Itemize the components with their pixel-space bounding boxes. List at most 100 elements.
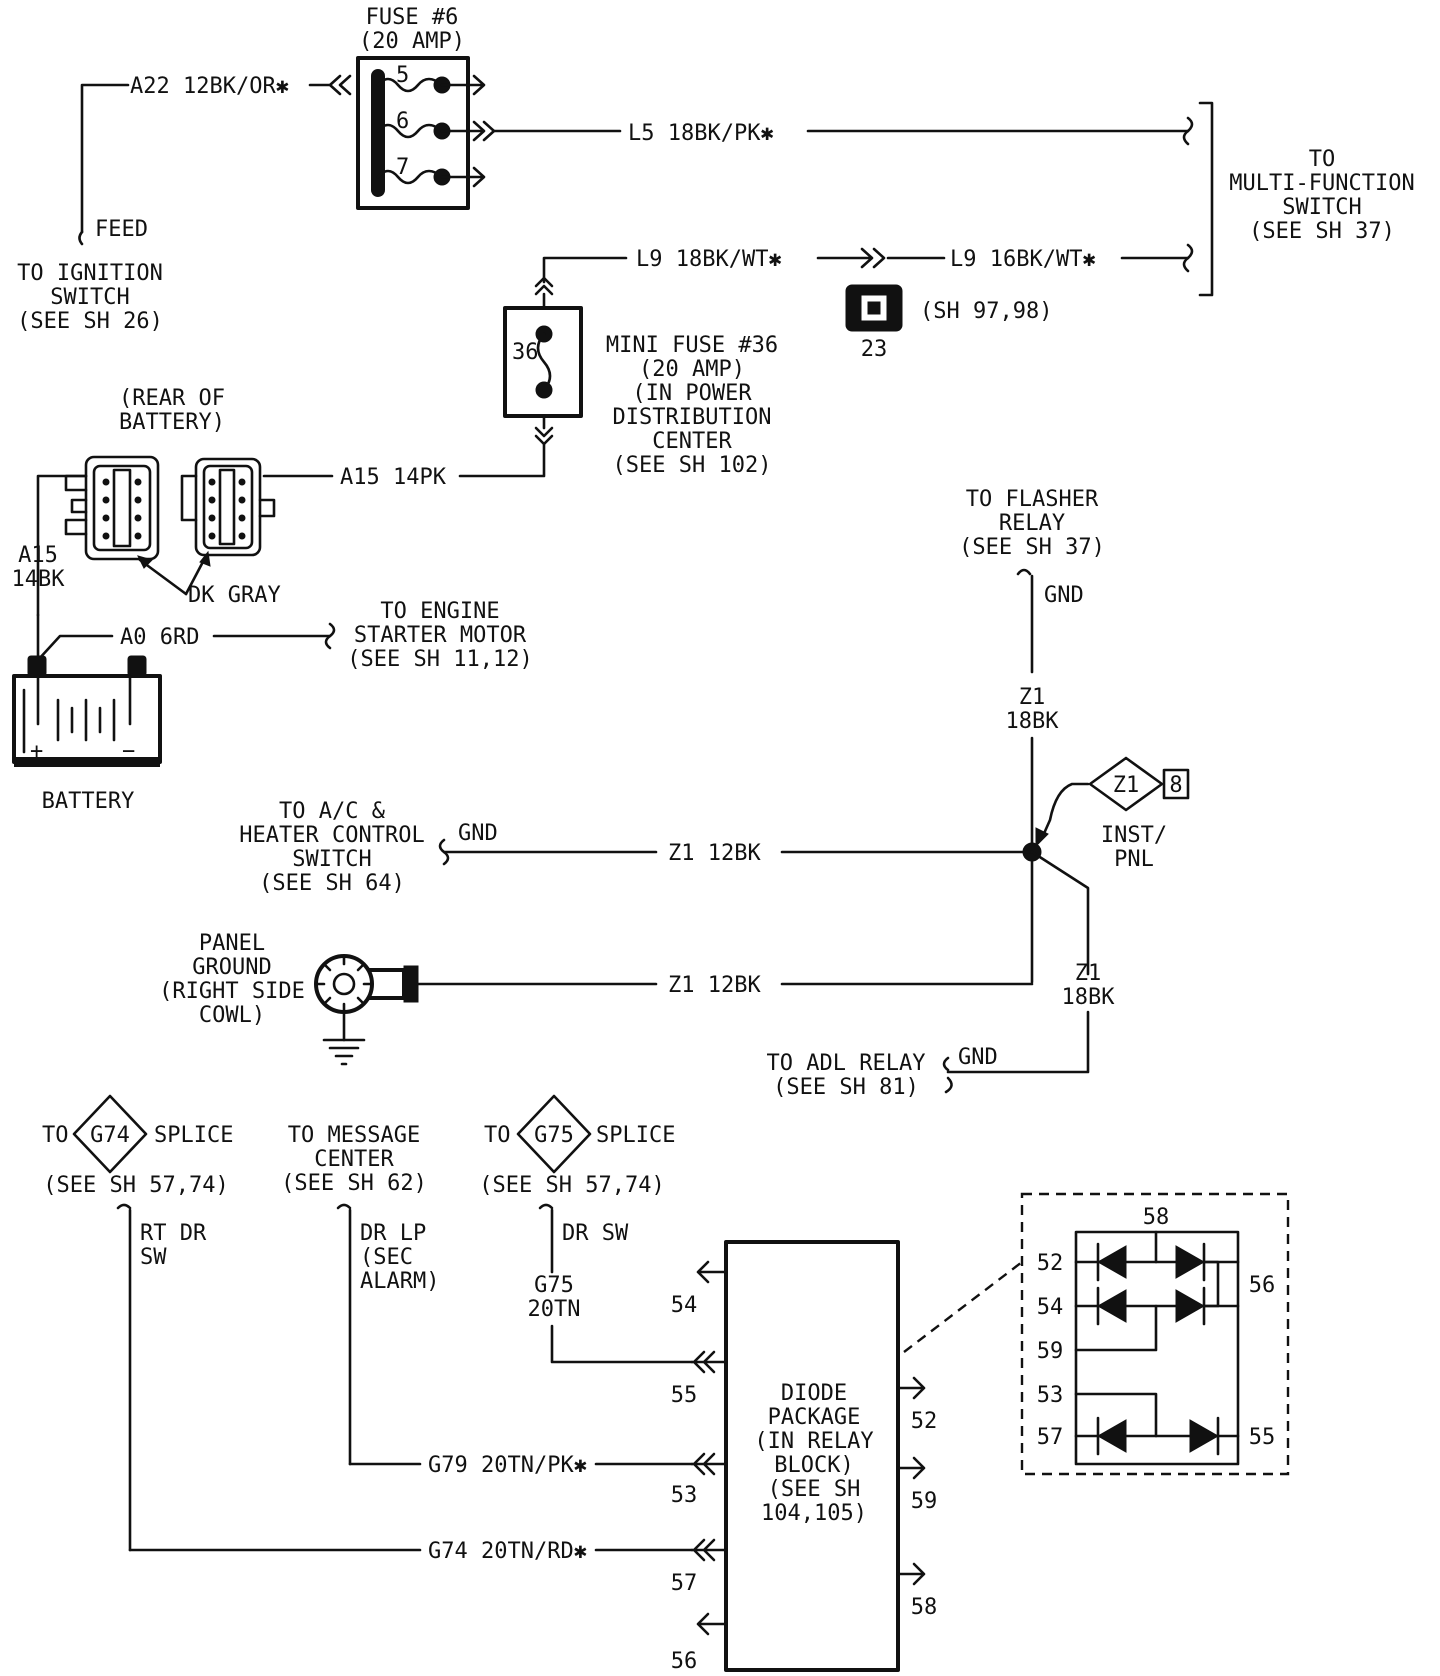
mf-line-4: (SEE SH 37): [1249, 219, 1395, 244]
l9a-wire-label: L9 18BK/WT✱: [636, 247, 782, 272]
dk-gray-label: DK GRAY: [188, 583, 281, 608]
fuse-6-block: FUSE #6 (20 AMP) 5 6 7: [328, 5, 496, 210]
g74-splice-word: SPLICE: [154, 1123, 233, 1148]
g74-splice-id: G74: [90, 1123, 130, 1148]
dp-pin-57: 57: [671, 1571, 698, 1596]
z1-adl-line-1: Z1: [1075, 961, 1102, 986]
g75-wire-2: 20TN: [528, 1297, 581, 1322]
g75-circuit: DR SW: [562, 1221, 629, 1246]
ignition-line-3: (SEE SH 26): [17, 309, 163, 334]
connector-23: (SH 97,98) 23: [845, 284, 1052, 362]
z1-vert-line-2: 18BK: [1006, 709, 1060, 734]
g75-splice-ref: TO G75 SPLICE (SEE SH 57,74) DR SW G75 2…: [479, 1094, 694, 1364]
a22-wire-label: A22 12BK/OR✱: [130, 74, 289, 99]
dp-line-3: (IN RELAY: [754, 1429, 873, 1454]
mf36-line-6: (SEE SH 102): [613, 453, 772, 478]
diode-package: DIODE PACKAGE (IN RELAY BLOCK) (SEE SH 1…: [671, 1240, 938, 1674]
dp-pin-55: 55: [671, 1383, 698, 1408]
a15-side-line-1: A15: [18, 543, 58, 568]
detail-pin-59: 59: [1037, 1339, 1064, 1364]
adl-relay-ref: Z1 18BK GND TO ADL RELAY (SEE SH 81): [767, 850, 1116, 1100]
z1-splice: Z1 8 INST/ PNL: [1022, 756, 1190, 872]
z1-ground-label: Z1 12BK: [668, 973, 761, 998]
dp-line-4: BLOCK): [774, 1453, 853, 1478]
connector-23-number: 23: [861, 337, 888, 362]
msg-line-1: TO MESSAGE: [288, 1123, 420, 1148]
mf-line-2: MULTI-FUNCTION: [1229, 171, 1414, 196]
msg-line-2: CENTER: [314, 1147, 394, 1172]
adl-line-2: (SEE SH 81): [773, 1075, 919, 1100]
l5-wire-label: L5 18BK/PK✱: [628, 121, 774, 146]
inst-splice-label: Z1: [1113, 773, 1140, 798]
detail-pin-55: 55: [1249, 1425, 1276, 1450]
fuse-6-title: FUSE #6: [366, 5, 459, 30]
inst-pin: 8: [1169, 773, 1182, 798]
mf36-line-5: CENTER: [652, 429, 732, 454]
g75-splice-word: SPLICE: [596, 1123, 675, 1148]
flasher-line-1: TO FLASHER: [966, 487, 1099, 512]
flasher-line-2: RELAY: [999, 511, 1065, 536]
feed-label: FEED: [95, 217, 148, 242]
l5-wire: L5 18BK/PK✱: [492, 116, 1194, 146]
starter-line-3: (SEE SH 11,12): [347, 647, 532, 672]
dp-pin-58: 58: [911, 1595, 938, 1620]
dp-line-6: 104,105): [761, 1501, 867, 1526]
g79-wire-label: G79 20TN/PK✱: [428, 1453, 587, 1478]
l9b-wire-label: L9 16BK/WT✱: [950, 247, 1096, 272]
mf36-line-2: (20 AMP): [639, 357, 745, 382]
dp-pin-56: 56: [671, 1649, 698, 1674]
pg-line-2: GROUND: [192, 955, 271, 980]
pg-line-3: (RIGHT SIDE: [159, 979, 305, 1004]
starter-line-1: TO ENGINE: [380, 599, 499, 624]
ac-line-1: TO A/C &: [279, 799, 386, 824]
mf-line-1: TO: [1309, 147, 1336, 172]
mf36-line-3: (IN POWER: [632, 381, 752, 406]
detail-pin-58: 58: [1143, 1205, 1170, 1230]
ignition-switch-ref: FEED TO IGNITION SWITCH (SEE SH 26): [17, 217, 163, 334]
dp-pin-53: 53: [671, 1483, 698, 1508]
fuse-pin-7: 7: [396, 155, 409, 180]
detail-pin-57: 57: [1037, 1425, 1064, 1450]
ac-line-2: HEATER CONTROL: [239, 823, 424, 848]
g75-ref: (SEE SH 57,74): [479, 1173, 664, 1198]
flasher-gnd: GND: [1044, 583, 1084, 608]
a22-wire: A22 12BK/OR✱: [78, 74, 332, 246]
detail-pin-53: 53: [1037, 1383, 1064, 1408]
g74-splice-ref: TO G74 SPLICE (SEE SH 57,74) RT DR SW: [42, 1094, 233, 1552]
dp-line-2: PACKAGE: [768, 1405, 861, 1430]
g79-g74-wires: G79 20TN/PK✱ G74 20TN/RD✱: [128, 1453, 694, 1564]
ac-line-4: (SEE SH 64): [259, 871, 405, 896]
fuse-pin-5: 5: [396, 63, 409, 88]
g75-wire-1: G75: [534, 1273, 574, 1298]
battery-minus: −: [122, 739, 135, 764]
diode-detail: 58 52 54 59 53 57 56 55: [903, 1192, 1290, 1476]
inst-line-2: PNL: [1114, 847, 1154, 872]
fuse-pin-6: 6: [396, 109, 409, 134]
flasher-line-3: (SEE SH 37): [959, 535, 1105, 560]
starter-motor-ref: TO ENGINE STARTER MOTOR (SEE SH 11,12): [347, 599, 532, 672]
pg-line-1: PANEL: [199, 931, 265, 956]
g75-splice-id: G75: [534, 1123, 574, 1148]
starter-line-2: STARTER MOTOR: [354, 623, 527, 648]
mf36-line-4: DISTRIBUTION: [613, 405, 772, 430]
rear-line-1: (REAR OF: [119, 386, 225, 411]
dp-pin-59: 59: [911, 1489, 938, 1514]
g74-circuit-2: SW: [140, 1245, 167, 1270]
z1-ac-label: Z1 12BK: [668, 841, 761, 866]
a15-14bk-wire: A15 14BK: [12, 543, 66, 592]
adl-gnd: GND: [958, 1045, 998, 1070]
a0-wire-label: A0 6RD: [120, 625, 199, 650]
g74-ref: (SEE SH 57,74): [43, 1173, 228, 1198]
z1-adl-line-2: 18BK: [1062, 985, 1116, 1010]
ac-gnd: GND: [458, 821, 498, 846]
msg-circuit-3: ALARM): [360, 1269, 439, 1294]
dp-pin-52: 52: [911, 1409, 938, 1434]
ac-line-3: SWITCH: [292, 847, 371, 872]
detail-pin-56: 56: [1249, 1273, 1276, 1298]
dp-line-5: (SEE SH: [768, 1477, 861, 1502]
flasher-relay-ref: TO FLASHER RELAY (SEE SH 37) GND Z1 18BK: [959, 487, 1105, 984]
ignition-line-1: TO IGNITION: [17, 261, 163, 286]
msg-circuit-2: (SEC: [360, 1245, 413, 1270]
ignition-line-2: SWITCH: [50, 285, 129, 310]
battery-label: BATTERY: [42, 789, 135, 814]
